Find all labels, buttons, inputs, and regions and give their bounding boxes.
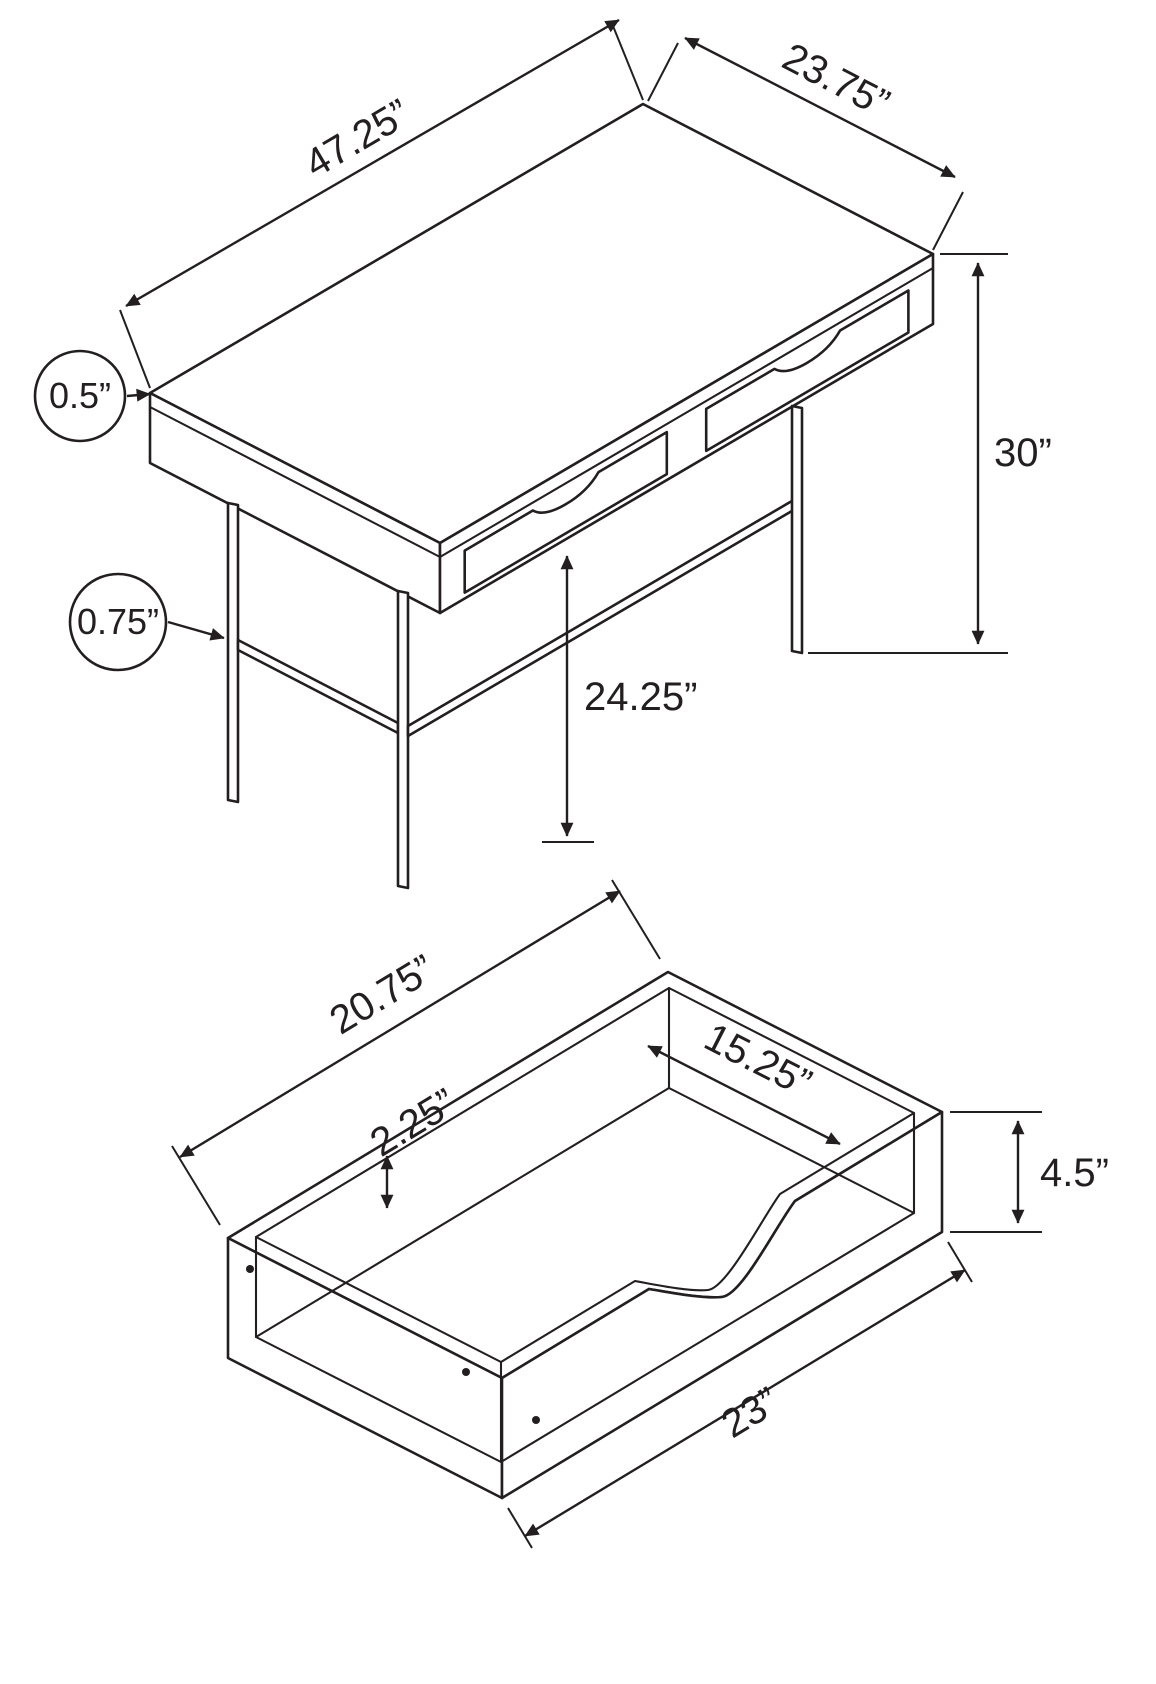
drawer-floor: [254, 1086, 916, 1464]
desk-leg-front-left: [396, 589, 410, 890]
callout-frame-thickness-label: 0.75”: [77, 601, 159, 642]
witness-line: [932, 191, 964, 251]
witness-line: [647, 42, 679, 102]
callout-circle: [68, 572, 168, 672]
desk-drawer-front-right: [704, 289, 910, 453]
desk-drawer-front-left: [463, 430, 669, 594]
desk-leg-frame: [226, 404, 804, 890]
witness-line: [612, 25, 644, 101]
dim-desk-height: 30”: [808, 253, 1052, 654]
leader-arrow: [126, 388, 151, 402]
dimension-arrow: [125, 18, 620, 308]
leader-arrow: [167, 620, 225, 641]
drawer-figure: 20.75” 23” 4.5” 15.25” 2.25”: [171, 879, 1109, 1549]
desk-stretcher-left: [236, 638, 400, 735]
desk-leg-rear-left: [226, 501, 240, 804]
screw-hole: [532, 1416, 540, 1424]
dim-drawer-width-label: 23”: [714, 1379, 786, 1447]
callout-frame-thickness: 0.75”: [68, 572, 225, 672]
drawer-body: [226, 970, 944, 1500]
desk-body: [148, 102, 935, 615]
witness-line: [947, 1241, 973, 1283]
witness-line: [119, 309, 151, 389]
dimension-arrow: [647, 1044, 841, 1146]
dim-desk-clearance-label: 24.25”: [584, 675, 697, 719]
dim-drawer-top-length-label: 20.75”: [322, 947, 442, 1043]
callout-circle: [33, 349, 127, 443]
dimension-arrow: [524, 1268, 966, 1538]
desk-figure: 47.25” 23.75” 30” 24.25” 0.5”: [33, 18, 1052, 890]
desk-leg-right: [790, 404, 804, 655]
desk-top-panel-edge-left: [148, 405, 442, 559]
screw-hole: [246, 1265, 254, 1273]
witness-line: [507, 1507, 533, 1549]
callout-top-thickness: 0.5”: [33, 349, 151, 443]
dim-drawer-height-label: 4.5”: [1040, 1151, 1109, 1195]
desk-top-panel-edge-front: [438, 266, 935, 559]
callout-top-thickness-label: 0.5”: [49, 375, 111, 416]
witness-line: [171, 1145, 221, 1226]
dim-desk-depth-label: 23.75”: [775, 35, 896, 126]
dim-desk-clearance: 24.25”: [542, 555, 697, 843]
dimension-arrow: [179, 889, 621, 1159]
dimension-arrow: [684, 36, 956, 179]
dim-desk-height-label: 30”: [994, 431, 1052, 475]
screw-hole: [462, 1368, 470, 1376]
dim-drawer-height: 4.5”: [950, 1111, 1109, 1233]
